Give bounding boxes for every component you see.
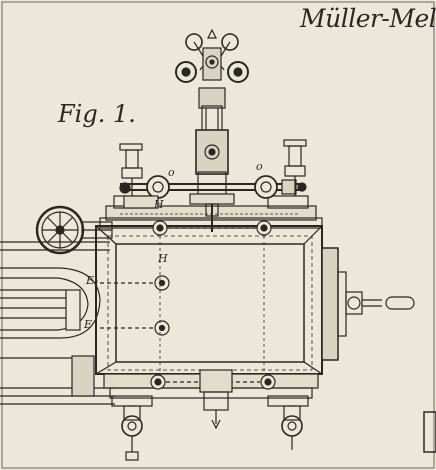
- adjacent-figure-fragment: [423, 411, 436, 453]
- label-h-lower: H: [158, 252, 168, 265]
- governor: [175, 28, 249, 83]
- left-pillar: [119, 143, 159, 209]
- label-e-upper: E1: [86, 274, 100, 290]
- bottom-feet: [121, 405, 303, 461]
- central-column: [189, 87, 235, 232]
- label-h-upper: H: [154, 198, 164, 211]
- right-nozzle: [321, 247, 415, 361]
- figure-label: Fig. 1.: [58, 100, 136, 128]
- label-o-left: o: [168, 166, 175, 179]
- chamber-valves: [100, 220, 276, 390]
- label-e-lower: E: [84, 318, 93, 331]
- plate-title: Müller-Mele: [300, 4, 436, 33]
- label-o-right: o: [256, 160, 263, 173]
- main-chamber: [95, 225, 323, 375]
- left-base-pipes: [0, 241, 115, 405]
- drive-shaft: [119, 175, 307, 199]
- right-pillar: [283, 139, 307, 196]
- bottom-outlet: [199, 369, 233, 430]
